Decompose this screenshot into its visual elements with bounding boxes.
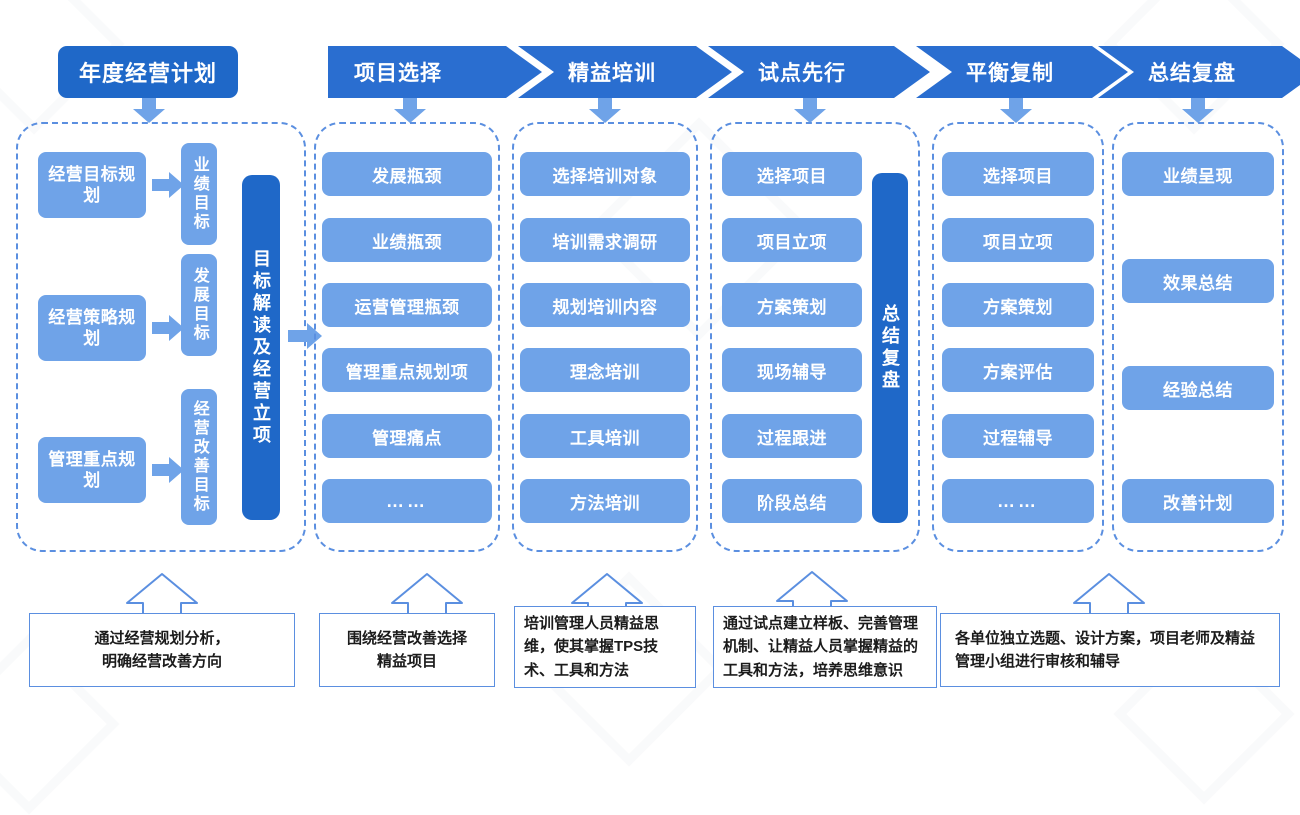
col1-source-1[interactable]: 经营目标规划 [38, 152, 146, 218]
step-header-1[interactable]: 项目选择 [328, 46, 542, 98]
caption-replication-review: 各单位独立选题、设计方案，项目老师及精益管理小组进行审核和辅导 [940, 613, 1280, 687]
caption-project-selection: 围绕经营改善选择 精益项目 [319, 613, 495, 687]
panel-summary-review [1112, 122, 1284, 552]
step-header-4-label: 平衡复制 [966, 62, 1054, 85]
down-arrow-col3 [589, 98, 621, 124]
down-arrow-col1 [133, 98, 165, 124]
step-header-2-label: 精益培训 [568, 62, 656, 85]
caption-lean-training: 培训管理人员精益思维，使其掌握TPS技术、工具和方法 [514, 606, 696, 688]
col6-item-4[interactable]: 改善计划 [1122, 479, 1274, 523]
down-arrow-col4 [794, 98, 826, 124]
col6-item-3[interactable]: 经验总结 [1122, 366, 1274, 410]
step-header-5[interactable]: 总结复盘 [1098, 46, 1300, 98]
down-arrow-col2 [394, 98, 426, 124]
col5-item-1[interactable]: 选择项目 [942, 152, 1094, 196]
col3-item-1[interactable]: 选择培训对象 [520, 152, 690, 196]
col4-item-2[interactable]: 项目立项 [722, 218, 862, 262]
col4-item-6[interactable]: 阶段总结 [722, 479, 862, 523]
col3-item-5[interactable]: 工具培训 [520, 414, 690, 458]
up-arrow-caption-2 [390, 572, 464, 618]
col1-arrow-3 [152, 457, 184, 483]
col6-item-2[interactable]: 效果总结 [1122, 259, 1274, 303]
step-header-2[interactable]: 精益培训 [518, 46, 732, 98]
col1-source-3[interactable]: 管理重点规划 [38, 437, 146, 503]
col1-target-3[interactable]: 经营改善目标 [181, 389, 217, 525]
step-header-1-label: 项目选择 [354, 62, 442, 85]
col1-target-2[interactable]: 发展目标 [181, 254, 217, 356]
step-header-3[interactable]: 试点先行 [708, 46, 930, 98]
col1-arrow-1 [152, 172, 184, 198]
col1-arrow-2 [152, 315, 184, 341]
col4-item-5[interactable]: 过程跟进 [722, 414, 862, 458]
col4-item-3[interactable]: 方案策划 [722, 283, 862, 327]
col5-item-2[interactable]: 项目立项 [942, 218, 1094, 262]
panel-project-selection [314, 122, 500, 552]
col2-item-2[interactable]: 业绩瓶颈 [322, 218, 492, 262]
up-arrow-caption-1 [125, 572, 199, 618]
caption-annual-plan: 通过经营规划分析， 明确经营改善方向 [29, 613, 295, 687]
step-header-5-label: 总结复盘 [1148, 62, 1236, 85]
col3-item-6[interactable]: 方法培训 [520, 479, 690, 523]
col2-item-6[interactable]: …… [322, 479, 492, 523]
col5-item-3[interactable]: 方案策划 [942, 283, 1094, 327]
panel-balanced-replication [932, 122, 1104, 552]
col6-item-1[interactable]: 业绩呈现 [1122, 152, 1274, 196]
col2-item-1[interactable]: 发展瓶颈 [322, 152, 492, 196]
col2-item-5[interactable]: 管理痛点 [322, 414, 492, 458]
col3-item-3[interactable]: 规划培训内容 [520, 283, 690, 327]
col3-item-4[interactable]: 理念培训 [520, 348, 690, 392]
down-arrow-col5 [1000, 98, 1032, 124]
col1-side-bar[interactable]: 目标解读及经营立项 [242, 175, 280, 520]
panel-lean-training [512, 122, 698, 552]
step-header-3-label: 试点先行 [758, 62, 846, 85]
main-title-pill: 年度经营计划 [58, 46, 238, 98]
caption-pilot-first: 通过试点建立样板、完善管理机制、让精益人员掌握精益的工具和方法，培养思维意识 [713, 606, 937, 688]
col4-side-bar[interactable]: 总结复盘 [872, 173, 908, 523]
col5-item-4[interactable]: 方案评估 [942, 348, 1094, 392]
col2-item-4[interactable]: 管理重点规划项 [322, 348, 492, 392]
col1-target-1[interactable]: 业绩目标 [181, 143, 217, 245]
col2-item-3[interactable]: 运营管理瓶颈 [322, 283, 492, 327]
col5-item-6[interactable]: …… [942, 479, 1094, 523]
col4-item-4[interactable]: 现场辅导 [722, 348, 862, 392]
col3-item-2[interactable]: 培训需求调研 [520, 218, 690, 262]
up-arrow-caption-5 [1072, 572, 1146, 618]
step-header-4[interactable]: 平衡复制 [916, 46, 1128, 98]
col1-source-2[interactable]: 经营策略规划 [38, 295, 146, 361]
col5-item-5[interactable]: 过程辅导 [942, 414, 1094, 458]
down-arrow-col6 [1182, 98, 1214, 124]
panel-pilot-first [710, 122, 920, 552]
col4-item-1[interactable]: 选择项目 [722, 152, 862, 196]
